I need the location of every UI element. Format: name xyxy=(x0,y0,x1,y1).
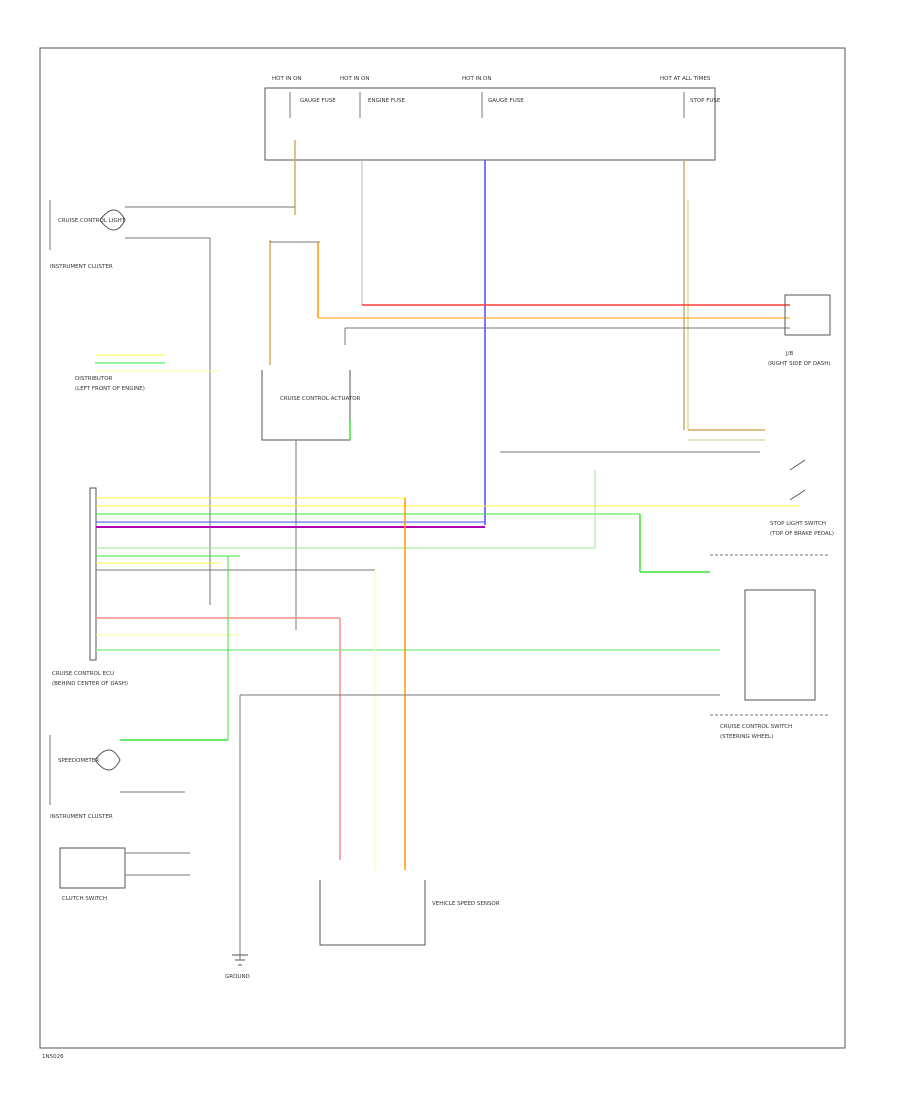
right-connector xyxy=(784,294,831,336)
ecu-sub: (BEHIND CENTER OF DASH) xyxy=(52,681,128,687)
cluster-bottom-label: INSTRUMENT CLUSTER xyxy=(50,814,113,820)
stop-switch-sub: (TOP OF BRAKE PEDAL) xyxy=(770,531,834,537)
cluster-bottom-item: SPEEDOMETER xyxy=(58,758,99,764)
ground-icon xyxy=(232,954,248,966)
fuse-name-1: GAUGE FUSE xyxy=(300,98,336,104)
switch-assy-label: CRUISE CONTROL SWITCH xyxy=(720,724,792,730)
speedometer-gauge xyxy=(94,749,121,771)
cluster-top-item: CRUISE CONTROL LIGHT xyxy=(58,218,126,224)
fuse-name-2: ENGINE FUSE xyxy=(368,98,405,104)
cluster-top-lamp xyxy=(99,209,126,231)
clutch-label: CLUTCH SWITCH xyxy=(62,896,107,902)
ground-label: GROUND xyxy=(225,974,250,980)
switch-assy-sub: (STEERING WHEEL) xyxy=(720,734,773,740)
footer-code: 1N5026 xyxy=(42,1054,64,1060)
fuse-block xyxy=(264,87,716,161)
actuator-label: CRUISE CONTROL ACTUATOR xyxy=(280,396,361,402)
clutch-switch-box xyxy=(59,847,126,889)
fuse-label-2: HOT IN ON xyxy=(340,76,370,82)
fuse-name-3: GAUGE FUSE xyxy=(488,98,524,104)
ecu-label: CRUISE CONTROL ECU xyxy=(52,671,114,677)
switch-assy-box xyxy=(744,589,816,701)
right-conn-label: J/B xyxy=(785,351,793,357)
sensor-box xyxy=(319,880,426,946)
throttle-label: DISTRIBUTOR xyxy=(75,376,113,382)
throttle-sub: (LEFT FRONT OF ENGINE) xyxy=(75,386,145,392)
sensor-label: VEHICLE SPEED SENSOR xyxy=(432,901,500,907)
stop-switch-label: STOP LIGHT SWITCH xyxy=(770,521,826,527)
diagram-frame xyxy=(39,47,846,1049)
fuse-label-3: HOT IN ON xyxy=(462,76,492,82)
actuator-box xyxy=(261,370,351,441)
fuse-name-4: STOP FUSE xyxy=(690,98,721,104)
stop-switch-contacts xyxy=(789,459,806,501)
cluster-top-label: INSTRUMENT CLUSTER xyxy=(50,264,113,270)
fuse-label-1: HOT IN ON xyxy=(272,76,302,82)
ecu-connector xyxy=(89,487,97,661)
fuse-label-4: HOT AT ALL TIMES xyxy=(660,76,711,82)
right-conn-sub: (RIGHT SIDE OF DASH) xyxy=(768,361,831,367)
